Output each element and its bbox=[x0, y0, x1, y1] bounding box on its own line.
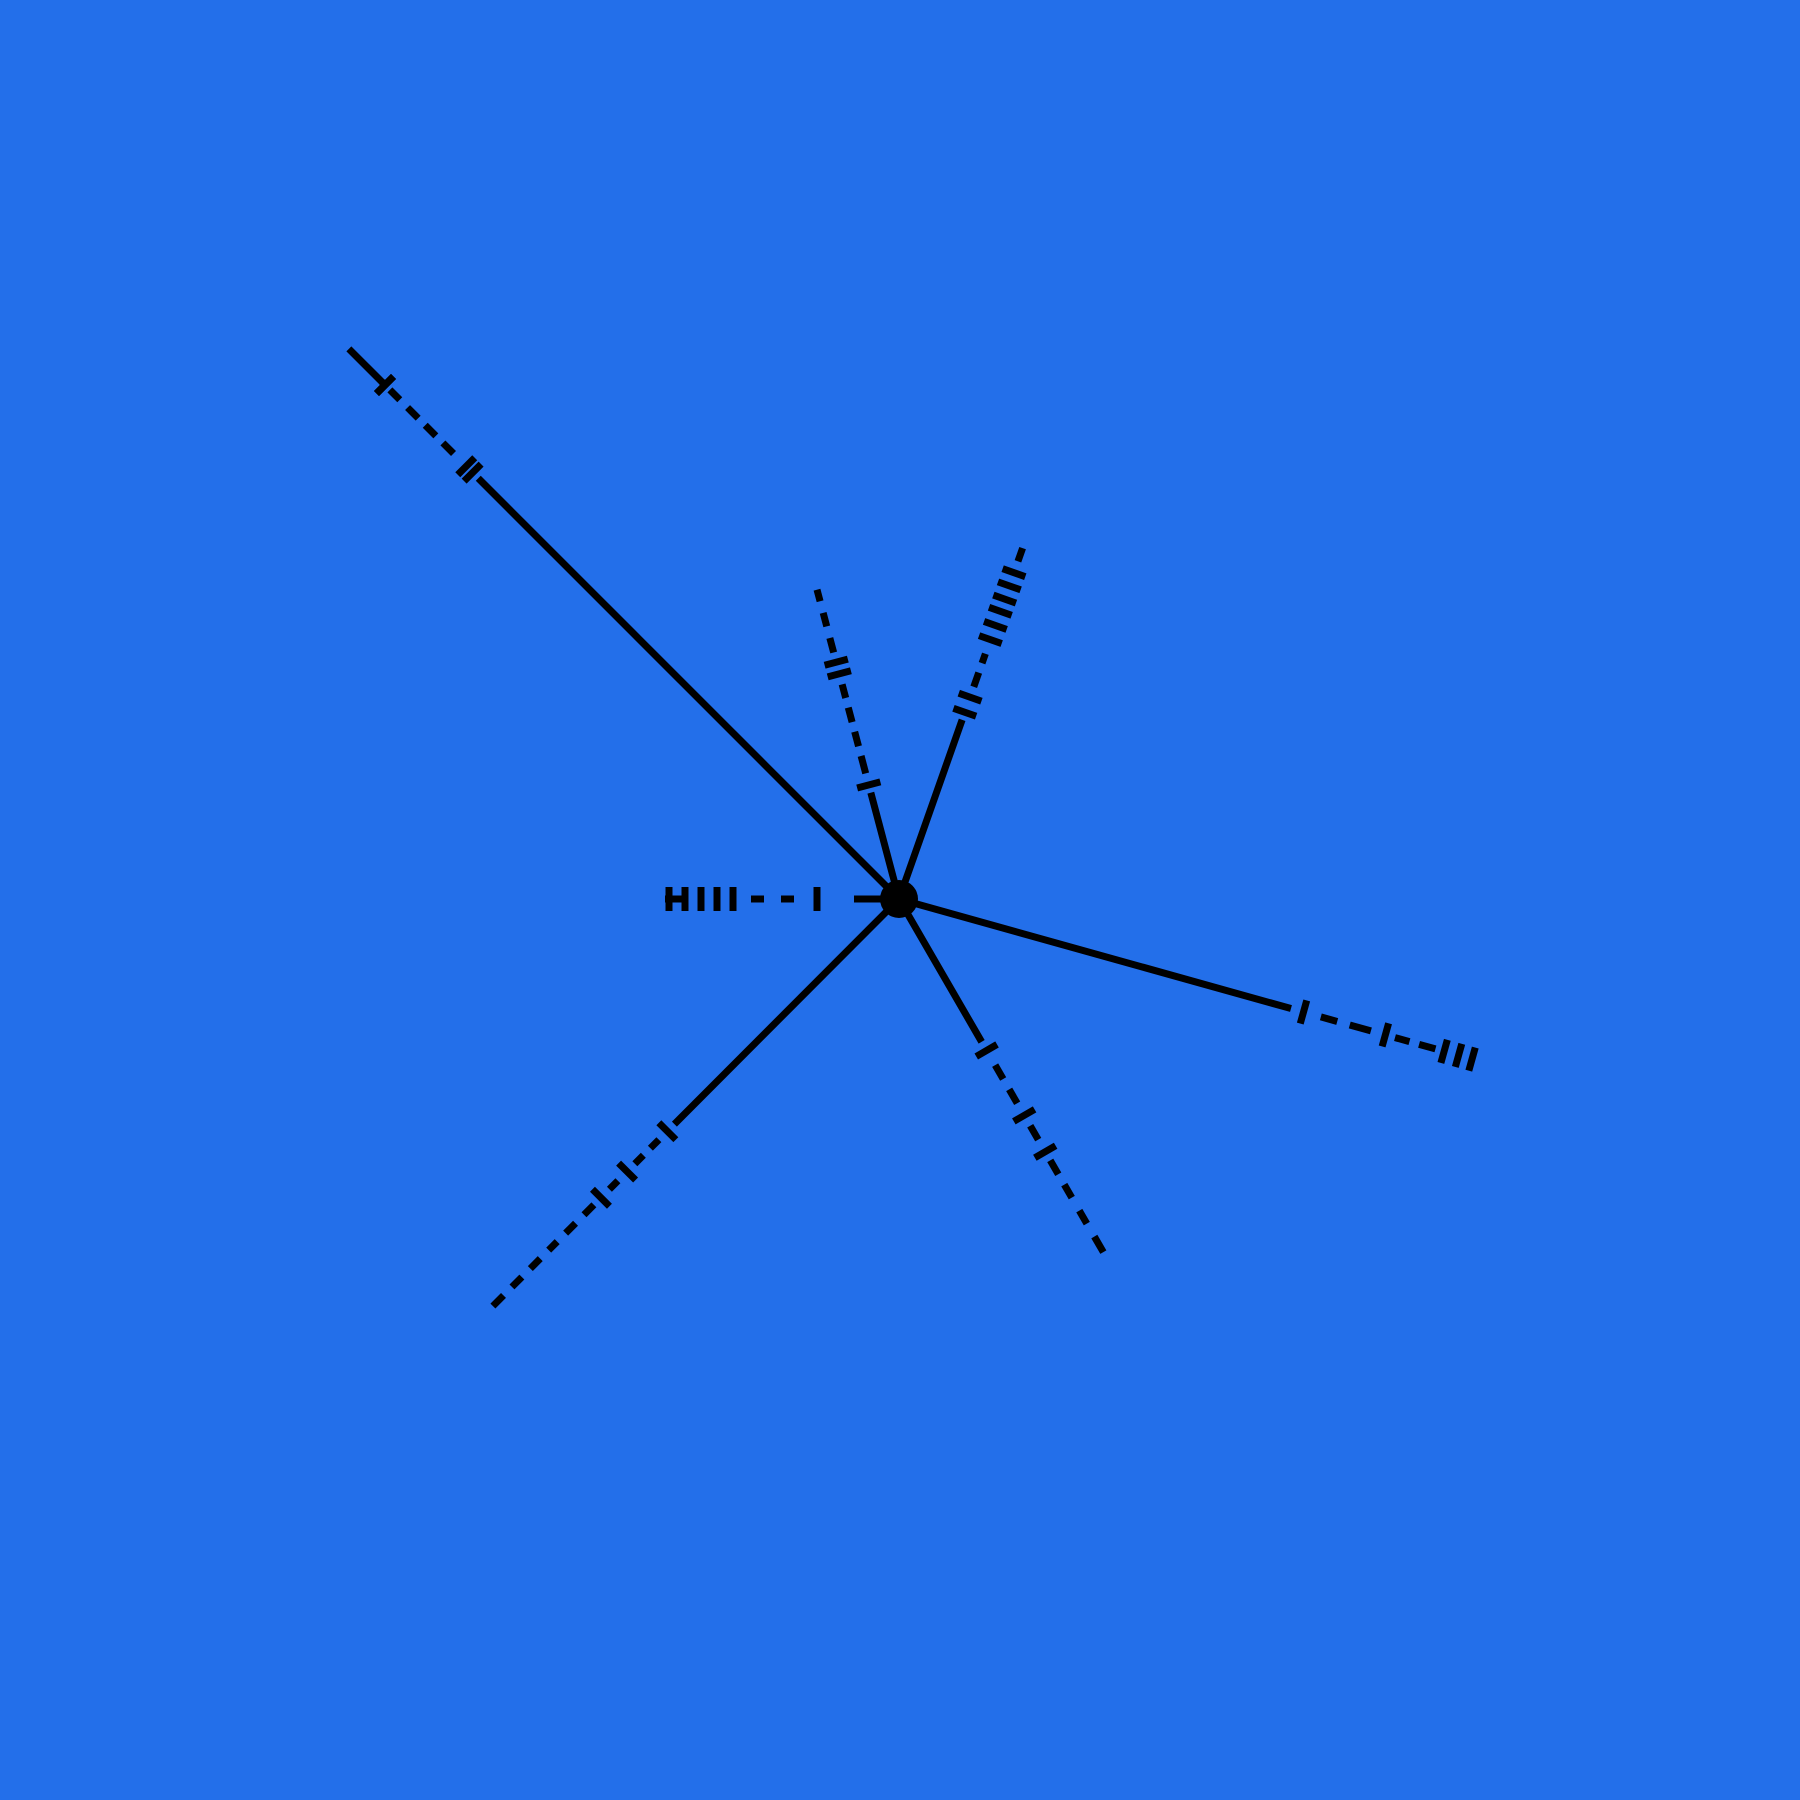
ray-lower-right bbox=[895, 897, 1107, 1254]
ray-right-tick bbox=[1465, 1046, 1479, 1072]
ray-upper-right-tick bbox=[982, 618, 1008, 633]
ray-upper-right-dash bbox=[1014, 546, 1026, 563]
ray-upper-right-tick bbox=[977, 632, 1003, 647]
ray-lower-right-solid-segment bbox=[895, 897, 985, 1044]
ray-lower-left-tick bbox=[616, 1160, 639, 1183]
ray-right-dash bbox=[1418, 1040, 1437, 1053]
ray-upper-right-dash bbox=[978, 652, 989, 665]
ray-lower-right-tick bbox=[1033, 1142, 1058, 1161]
ray-lower-left-dash bbox=[563, 1220, 579, 1236]
ray-upper-tick bbox=[826, 667, 852, 681]
ray-upper-left-dash bbox=[387, 387, 403, 403]
ray-upper-dash bbox=[819, 611, 831, 628]
ray-upper-right-tick bbox=[996, 578, 1022, 594]
ray-upper-left-dash bbox=[440, 440, 456, 456]
ray-right-dash bbox=[1394, 1034, 1411, 1046]
ray-lower-right-dash bbox=[1006, 1087, 1021, 1106]
ray-lower-left bbox=[490, 896, 902, 1309]
ray-right-dash bbox=[1348, 1021, 1372, 1035]
ray-upper-left-dash bbox=[405, 405, 421, 421]
ray-lower-left-dash bbox=[606, 1178, 621, 1192]
ray-right-dash bbox=[1319, 1013, 1339, 1025]
ray-lower-right-dash bbox=[992, 1063, 1007, 1081]
ray-upper-dash bbox=[826, 637, 838, 654]
ray-lower-left-dash bbox=[546, 1239, 560, 1253]
ray-lower-right-tick bbox=[974, 1041, 999, 1060]
ray-upper-dash bbox=[838, 683, 850, 699]
ray-upper-tick bbox=[823, 655, 849, 669]
ray-lower-left-tick bbox=[589, 1186, 612, 1209]
ray-upper-left-dash bbox=[422, 422, 439, 439]
ray-lower-left-dash bbox=[581, 1202, 597, 1218]
ray-upper bbox=[813, 588, 903, 900]
ray-right-tick bbox=[1437, 1038, 1451, 1064]
ray-right-tick bbox=[1378, 1022, 1392, 1048]
ray-lower-left-dash bbox=[527, 1256, 543, 1272]
ray-right-tick bbox=[1296, 999, 1311, 1025]
ray-lower-right-dash bbox=[1061, 1182, 1075, 1200]
ray-right-tick bbox=[1451, 1042, 1466, 1068]
ray-upper-tick bbox=[856, 778, 882, 792]
ray-lower-right-dash bbox=[1027, 1124, 1042, 1142]
ray-lower-left-dash bbox=[647, 1137, 662, 1151]
ray-right-solid-segment bbox=[898, 895, 1292, 1012]
hub-node bbox=[880, 880, 918, 918]
ray-lower-left-dash bbox=[490, 1292, 506, 1309]
ray-upper-left-dash bbox=[346, 346, 388, 388]
ray-upper-left-tick bbox=[461, 461, 484, 484]
ray-lower-right-dash bbox=[1076, 1208, 1090, 1226]
ray-upper-right-solid-segment bbox=[895, 718, 966, 901]
ray-upper-right-tick bbox=[987, 604, 1013, 619]
ray-lower-left-solid-segment bbox=[671, 896, 902, 1127]
ray-left bbox=[665, 887, 899, 911]
ray-upper-dash bbox=[857, 755, 870, 775]
ray-upper-dash bbox=[851, 730, 862, 748]
ray-upper-left-tick bbox=[455, 455, 478, 478]
ray-upper-right-dash bbox=[970, 671, 983, 688]
ray-lower-right-tick bbox=[1012, 1106, 1037, 1125]
ray-lower-left-tick bbox=[656, 1120, 679, 1143]
ray-lower-right-dash bbox=[1047, 1158, 1062, 1176]
ray-lower-left-dash bbox=[509, 1274, 525, 1290]
ray-lower-right-dash bbox=[1091, 1234, 1107, 1254]
ray-upper-right-tick bbox=[952, 704, 978, 720]
ray-upper-right-tick bbox=[957, 689, 983, 705]
ray-upper-right-tick bbox=[992, 591, 1018, 607]
ray-upper-dash bbox=[844, 706, 856, 724]
ray-upper-right-tick bbox=[1001, 565, 1027, 580]
ray-upper-dash bbox=[813, 588, 824, 603]
ray-lower-left-dash bbox=[632, 1152, 646, 1167]
ray-right bbox=[898, 895, 1479, 1072]
ray-upper-right bbox=[895, 546, 1027, 901]
ray-upper-left bbox=[346, 346, 902, 902]
ray-upper-left-solid-segment bbox=[475, 475, 902, 902]
